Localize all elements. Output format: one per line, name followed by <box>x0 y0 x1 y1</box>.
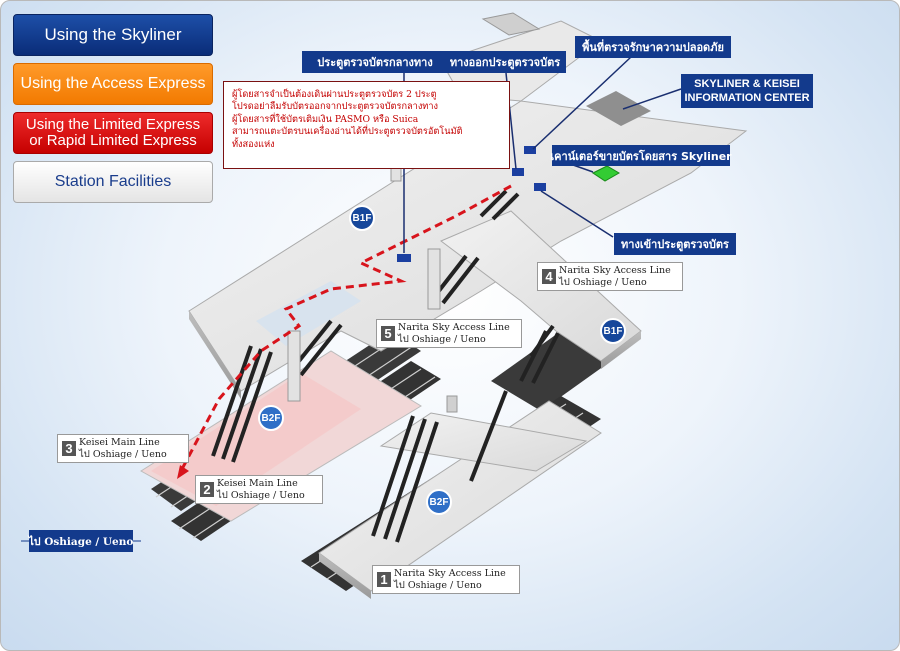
platform-2-dest: ไป Oshiage / Ueno <box>217 489 305 501</box>
ticket-gates <box>397 146 546 262</box>
platform-number-5: 5 <box>381 326 395 341</box>
platform-number-3: 3 <box>62 441 76 456</box>
platform-text-5: Narita Sky Access Line ไป Oshiage / Ueno <box>398 322 510 346</box>
info-center-line-2: INFORMATION CENTER <box>684 92 810 104</box>
station-facilities-button[interactable]: Station Facilities <box>13 161 213 203</box>
platform-b2f-bottom <box>318 395 602 599</box>
platform-number-2: 2 <box>200 482 214 497</box>
central-gate-callout: ประตูตรวจบัตรกลางทาง <box>302 51 448 73</box>
central-gate-marker <box>397 254 411 262</box>
platform-text-1: Narita Sky Access Line ไป Oshiage / Ueno <box>394 568 506 592</box>
oshiage-ueno-direction: ไป Oshiage / Ueno <box>29 530 133 552</box>
platform-text-4: Narita Sky Access Line ไป Oshiage / Ueno <box>559 265 671 289</box>
exit-gate-callout: ทางออกประตูตรวจบัตร <box>444 51 566 73</box>
notice-line-3: ผู้โดยสารที่ใช้บัตรเติมเงิน PASMO หรือ S… <box>232 113 419 125</box>
walking-route <box>179 184 512 472</box>
platform-number-4: 4 <box>542 269 556 284</box>
floor-badge-b1f-left: B1F <box>349 205 375 231</box>
notice-line-5: ทั้งสองแห่ง <box>232 138 275 150</box>
stair-block <box>481 12 541 36</box>
platform-3-dest: ไป Oshiage / Ueno <box>79 448 167 460</box>
platform-text-3: Keisei Main Line ไป Oshiage / Ueno <box>79 437 167 461</box>
platform-label-3: 3 Keisei Main Line ไป Oshiage / Ueno <box>57 434 189 463</box>
gate-notice-box: ผู้โดยสารจำเป็นต้องเดินผ่านประตูตรวจบัตร… <box>223 81 510 169</box>
pillar <box>446 395 458 413</box>
platform-4-dest: ไป Oshiage / Ueno <box>559 276 647 288</box>
walkway-b1f-right-edge <box>601 331 641 369</box>
platform-1-edge <box>319 553 371 599</box>
floor-badge-b2f-left: B2F <box>258 405 284 431</box>
floor-badge-b1f-right: B1F <box>600 318 626 344</box>
platform-number-1: 1 <box>377 572 391 587</box>
entrance-gate-callout: ทางเข้าประตูตรวจบัตร <box>614 233 736 255</box>
platform-2-line: Keisei Main Line <box>217 477 298 489</box>
ticket-counter-green <box>592 165 620 182</box>
platform-label-1: 1 Narita Sky Access Line ไป Oshiage / Ue… <box>372 565 520 594</box>
limited-express-label-1: Using the Limited Express <box>25 116 201 133</box>
floor-badge-b2f-right: B2F <box>426 489 452 515</box>
platform-label-2: 2 Keisei Main Line ไป Oshiage / Ueno <box>195 475 323 504</box>
void-opening <box>256 281 361 346</box>
platform-text-2: Keisei Main Line ไป Oshiage / Ueno <box>217 478 305 502</box>
using-access-express-button[interactable]: Using the Access Express <box>13 63 213 105</box>
platform-label-5: 5 Narita Sky Access Line ไป Oshiage / Ue… <box>376 319 522 348</box>
entrance-gate-marker <box>534 183 546 191</box>
using-skyliner-button[interactable]: Using the Skyliner <box>13 14 213 56</box>
info-center-callout: SKYLINER & KEISEI INFORMATION CENTER <box>681 74 813 108</box>
platform-5-line: Narita Sky Access Line <box>398 321 510 333</box>
limited-express-label-2: or Rapid Limited Express <box>29 132 197 149</box>
ticket-counter-callout: เคาน์เตอร์ขายบัตรโดยสาร Skyliner <box>550 145 732 166</box>
platform-3-line: Keisei Main Line <box>79 436 160 448</box>
info-center-line-1: SKYLINER & KEISEI <box>694 78 800 90</box>
security-marker <box>524 146 536 154</box>
platform-5-dest: ไป Oshiage / Ueno <box>398 333 486 345</box>
notice-line-4: สามารถแตะบัตรบนเครื่องอ่านได้ที่ประตูตรว… <box>232 126 463 138</box>
notice-line-1: ผู้โดยสารจำเป็นต้องเดินผ่านประตูตรวจบัตร… <box>232 89 437 100</box>
platform-label-4: 4 Narita Sky Access Line ไป Oshiage / Ue… <box>537 262 683 291</box>
security-area-callout: พื้นที่ตรวจรักษาความปลอดภัย <box>575 36 731 58</box>
route-arrowhead <box>177 465 189 479</box>
platform-highlight <box>151 373 361 506</box>
track-bed-right <box>491 331 611 411</box>
platform-4-line: Narita Sky Access Line <box>559 264 671 276</box>
notice-line-2: โปรดอย่าลืมรับบัตรออกจากประตูตรวจบัตรกลา… <box>232 101 439 113</box>
exit-gate-marker <box>512 168 524 176</box>
info-center-roof <box>586 91 651 126</box>
using-limited-express-button[interactable]: Using the Limited Express or Rapid Limit… <box>13 112 213 154</box>
platform-1-line: Narita Sky Access Line <box>394 567 506 579</box>
concourse-edge <box>189 311 241 399</box>
upper-mezzanine-b2f <box>379 412 588 472</box>
platform-1-dest: ไป Oshiage / Ueno <box>394 579 482 591</box>
